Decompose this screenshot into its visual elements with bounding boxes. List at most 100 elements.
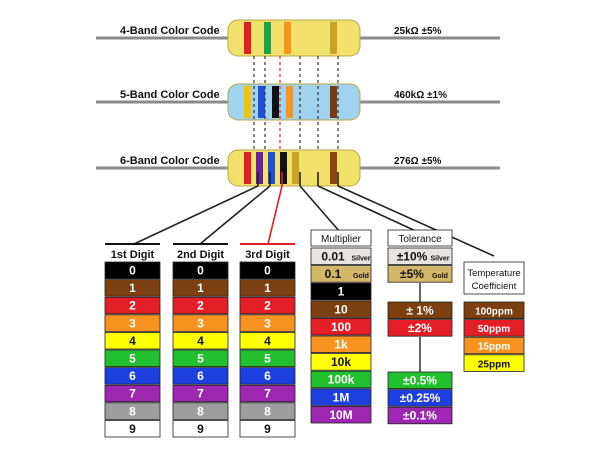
tolerance-cell	[387, 265, 453, 283]
tolerance-cell	[387, 406, 453, 425]
tolerance-cell-label: ±5%	[400, 267, 424, 281]
tolerance-header: Tolerance	[398, 234, 442, 245]
multiplier-cell-label: 10M	[329, 408, 352, 422]
color-band	[292, 152, 299, 184]
digit-cell	[172, 314, 229, 332]
multiplier-cell-label: 10	[334, 302, 348, 316]
multiplier-header-box	[310, 229, 372, 247]
digit-cell-label: 1	[264, 281, 271, 295]
digit-cell	[239, 402, 296, 420]
tolerance-header-box	[387, 229, 453, 247]
digit-cell	[104, 279, 161, 297]
digit-cell	[104, 384, 161, 403]
digit-cell-label: 0	[129, 264, 136, 278]
multiplier-cell-sublabel: Gold	[353, 273, 369, 280]
color-band	[244, 86, 251, 118]
digit-cell-label: 9	[129, 422, 136, 436]
digit-cell-label: 5	[129, 352, 136, 366]
digit-cell	[239, 384, 296, 403]
digit-cell-label: 8	[129, 404, 136, 418]
digit-header: 2nd Digit	[177, 249, 224, 261]
digit-cell-label: 3	[264, 316, 271, 330]
digit-cell-label: 1	[197, 281, 204, 295]
digit-cell	[104, 349, 161, 368]
color-band	[244, 152, 251, 184]
multiplier-cell-sublabel: Silver	[351, 256, 370, 263]
color-band	[268, 152, 275, 184]
color-band	[258, 86, 265, 118]
multiplier-cell-label: 0.01	[321, 250, 345, 264]
digit-cell-label: 7	[129, 387, 136, 401]
tempco-cell-label: 25ppm	[478, 359, 510, 370]
digit-cell-label: 9	[197, 422, 204, 436]
color-band	[256, 152, 263, 184]
digit-cell	[104, 402, 161, 420]
digit-cell-label: 8	[264, 404, 271, 418]
color-band	[272, 86, 279, 118]
digit-cell	[172, 261, 229, 280]
tolerance-cell-label: ±0.25%	[400, 391, 441, 405]
tempco-cell	[463, 336, 525, 355]
digit-header: 1st Digit	[111, 249, 155, 261]
multiplier-cell	[310, 300, 372, 318]
tempco-header-box	[463, 261, 525, 295]
digit-cell-label: 9	[264, 422, 271, 436]
digit-cell-label: 6	[129, 369, 136, 383]
color-band	[284, 22, 291, 54]
digit-cell	[104, 296, 161, 315]
resistor-label: 6-Band Color Code	[120, 155, 220, 167]
multiplier-cell	[310, 388, 372, 406]
multiplier-cell	[310, 353, 372, 371]
digit-cell-label: 4	[197, 334, 204, 348]
digit-cell-label: 5	[197, 352, 204, 366]
digit-cell-label: 4	[264, 334, 271, 348]
digit-cell	[172, 367, 229, 385]
resistor-label: 5-Band Color Code	[120, 89, 220, 101]
multiplier-cell	[310, 247, 372, 266]
digit-cell-label: 6	[264, 369, 271, 383]
digit-cell-label: 7	[197, 387, 204, 401]
digit-cell-label: 1	[129, 281, 136, 295]
multiplier-cell	[310, 370, 372, 389]
color-band	[330, 152, 337, 184]
digit-cell-label: 8	[197, 404, 204, 418]
digit-cell	[104, 331, 161, 350]
digit-cell	[239, 261, 296, 280]
multiplier-cell-label: 1M	[333, 390, 350, 404]
digit-cell-label: 2	[197, 299, 204, 313]
connector-line	[133, 185, 259, 245]
digit-cell	[104, 314, 161, 332]
resistor-5-band: 5-Band Color Code 460kΩ ±1%	[120, 83, 447, 121]
multiplier-cell	[310, 405, 372, 424]
connector-line	[337, 185, 495, 257]
color-band	[264, 22, 271, 54]
multiplier-cell-label: 10k	[331, 355, 351, 369]
resistor-value: 460kΩ ±1%	[394, 90, 447, 101]
multiplier-cell	[310, 282, 372, 301]
tolerance-cell-label: ±0.5%	[403, 374, 437, 388]
tempco-cell-label: 15ppm	[478, 342, 510, 353]
digit-cell	[239, 314, 296, 332]
tolerance-cell-sublabel: Gold	[432, 273, 448, 280]
color-band	[330, 86, 337, 118]
digit-cell-label: 0	[264, 264, 271, 278]
tolerance-cell	[387, 319, 453, 337]
digit-cell	[172, 331, 229, 350]
resistor-body-center	[250, 24, 338, 52]
multiplier-cell-label: 1k	[334, 338, 348, 352]
digit-cell-label: 5	[264, 352, 271, 366]
digit-cell-label: 4	[129, 334, 136, 348]
connector-line	[317, 185, 419, 233]
tempco-cell-label: 100ppm	[475, 307, 513, 318]
digit-cell-label: 3	[129, 316, 136, 330]
multiplier-cell	[310, 317, 372, 336]
digit-cell-label: 2	[264, 299, 271, 313]
digit-cell-label: 2	[129, 299, 136, 313]
tolerance-cell-label: ±0.1%	[403, 409, 437, 423]
tolerance-cell	[387, 247, 453, 266]
digit-cell-label: 0	[197, 264, 204, 278]
color-band	[244, 22, 251, 54]
digit-cell	[172, 419, 229, 438]
tempco-cell-label: 50ppm	[478, 324, 510, 335]
